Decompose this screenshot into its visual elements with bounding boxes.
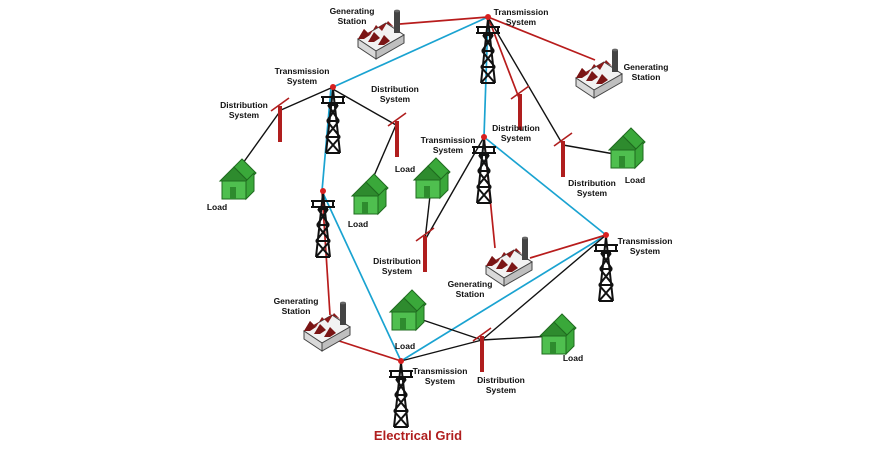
load-label: Load <box>395 341 415 351</box>
load-label: Load <box>625 175 645 185</box>
transmission-tower-icon <box>310 187 336 258</box>
generating-station-factory-icon <box>485 236 533 287</box>
load-label: Load <box>348 219 368 229</box>
generating-station-factory-icon <box>303 301 351 352</box>
load-label: Load <box>563 353 583 363</box>
transmission-tower-icon <box>475 13 501 84</box>
load-house-icon <box>539 313 577 355</box>
transmission-tower-icon <box>388 357 414 428</box>
load-house-icon <box>608 127 646 169</box>
distribution-pole-icon <box>387 112 407 158</box>
load-label: Load <box>207 202 227 212</box>
distribution-links <box>237 16 621 362</box>
distribution-pole-icon <box>553 132 573 178</box>
load-house-icon <box>219 158 257 200</box>
load-house-icon <box>351 173 389 215</box>
load-house-icon <box>413 157 451 199</box>
load-house-icon <box>389 289 427 331</box>
load-label: Load <box>395 164 415 174</box>
diagram-title: Electrical Grid <box>374 428 462 443</box>
